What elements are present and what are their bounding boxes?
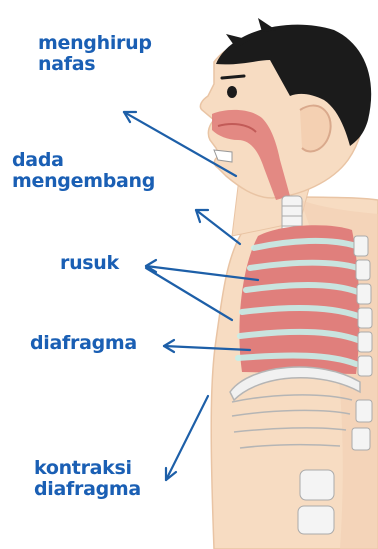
label-contraction-line2: diafragma (34, 479, 141, 500)
eye (227, 86, 237, 98)
label-diaphragm-text: diafragma (30, 333, 137, 354)
label-chest-line1: dada (12, 150, 155, 171)
label-diaphragm: diafragma (30, 333, 137, 354)
label-chest-line2: mengembang (12, 171, 155, 192)
label-inhale-line2: nafas (38, 54, 152, 75)
label-ribs-text: rusuk (60, 253, 119, 274)
label-contraction: kontraksi diafragma (34, 458, 141, 500)
label-ribs: rusuk (60, 253, 119, 274)
label-inhale-line1: menghirup (38, 33, 152, 54)
label-inhale: menghirup nafas (38, 33, 152, 75)
label-chest-expand: dada mengembang (12, 150, 155, 192)
label-contraction-line1: kontraksi (34, 458, 141, 479)
arrow-contraction (166, 396, 208, 480)
